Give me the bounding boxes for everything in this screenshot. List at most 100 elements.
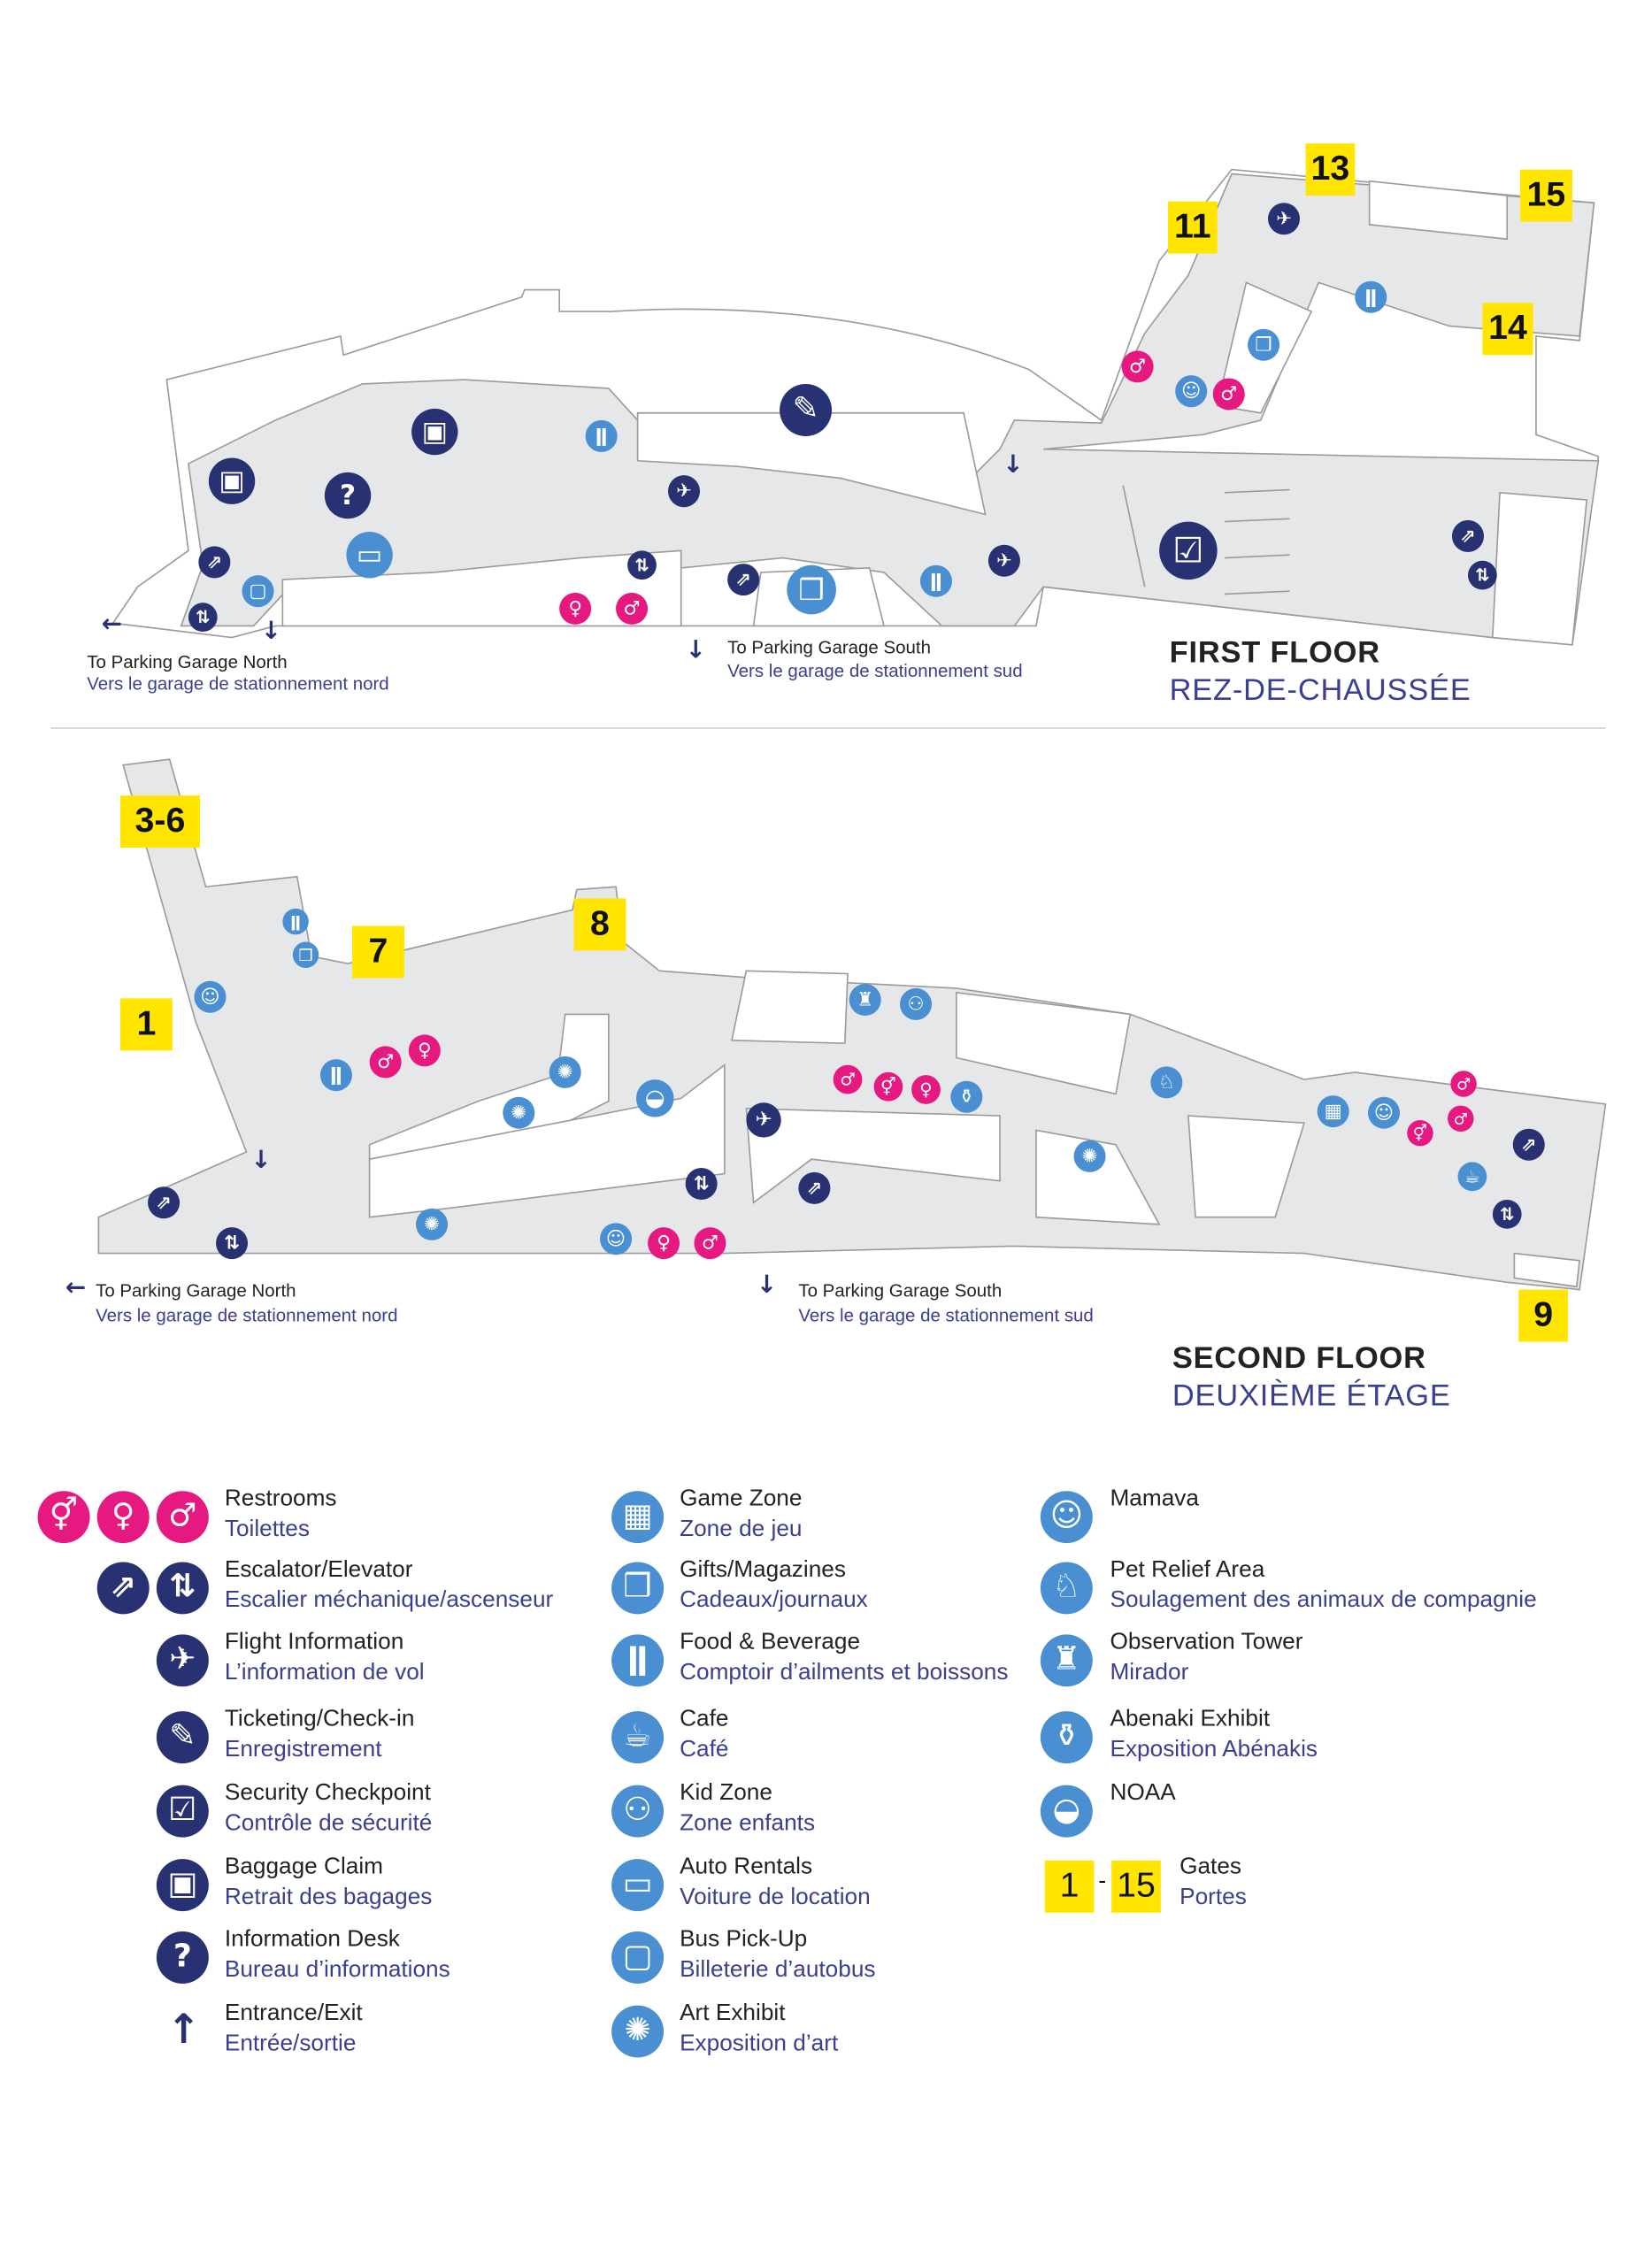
art-icon: ✺ [1073, 1140, 1106, 1172]
mens-restroom-icon: ♂ [1121, 350, 1154, 383]
elevator-icon: ⇅ [1467, 560, 1497, 590]
food-icon: ǁ [1355, 280, 1387, 313]
flight-icon: ✈ [746, 1102, 781, 1138]
bus-icon: ▢ [611, 1931, 665, 1985]
legend-label-fr: Zone enfants [680, 1811, 816, 1836]
legend-label: Information Desk [224, 1927, 400, 1952]
legend-label: Gates [1179, 1854, 1241, 1880]
legend-label: Gifts/Magazines [680, 1557, 846, 1583]
art-icon: ✺ [611, 2005, 665, 2058]
legend-label: Bus Pick-Up [680, 1927, 808, 1952]
abenaki-icon: ⚱ [1040, 1711, 1093, 1764]
womens-restroom-icon: ♀ [559, 592, 592, 625]
legend-label-fr: Billeterie d’autobus [680, 1957, 876, 1983]
flight-icon: ✈ [156, 1634, 209, 1687]
baggage-icon: ▣ [156, 1859, 209, 1912]
first-floor-title: FIRST FLOOR [1169, 635, 1380, 670]
food-icon: ǁ [919, 564, 952, 597]
legend-label: Restrooms [224, 1486, 337, 1512]
gate-14-marker: 14 [1482, 303, 1533, 356]
mamava-icon: ☺ [1367, 1096, 1401, 1129]
ff-parking-north-label-fr: Vers le garage de stationnement nord [87, 673, 389, 695]
womens-restroom-icon: ♀ [648, 1227, 680, 1260]
legend-gate-from: 1 [1044, 1860, 1095, 1913]
sf-parking-south-label-fr: Vers le garage de stationnement sud [798, 1305, 1094, 1326]
food-icon: ǁ [319, 1059, 352, 1092]
second-floor-block-a [368, 1013, 610, 1161]
ticketing-counters [636, 411, 987, 516]
info-icon: ? [324, 472, 372, 519]
escalator-icon: ⇗ [798, 1171, 831, 1204]
legend-label-fr: Cadeaux/journaux [680, 1587, 868, 1613]
second-floor-plan [97, 758, 1607, 1291]
noaa-icon: ◒ [635, 1079, 674, 1117]
gate-9-marker: 9 [1518, 1289, 1568, 1342]
legend-label-fr: Contrôle de sécurité [224, 1811, 433, 1836]
legend-label-fr: Soulagement des animaux de compagnie [1110, 1587, 1537, 1613]
second-floor-block-g [1187, 1115, 1306, 1218]
womens-restroom-icon: ♀ [911, 1075, 941, 1104]
parking-north-arrow-icon: ← [65, 1273, 87, 1303]
legend-label: Food & Beverage [680, 1630, 861, 1655]
flight-icon: ✈ [987, 544, 1020, 577]
mens-restroom-icon: ♂ [616, 592, 649, 625]
mens-restroom-icon: ♂ [369, 1046, 402, 1079]
second-floor-block-e [956, 991, 1132, 1095]
mamava-icon: ☺ [1040, 1491, 1093, 1544]
game-zone-icon: ▦ [1317, 1095, 1349, 1128]
gifts-icon: ❒ [292, 941, 319, 968]
legend-label-fr: Exposition d’art [680, 2031, 839, 2056]
mamava-icon: ☺ [1175, 375, 1208, 408]
gate-11-marker: 11 [1167, 201, 1218, 254]
legend-label-fr: Portes [1179, 1885, 1247, 1910]
flight-icon: ✈ [667, 475, 701, 508]
food-icon: ǁ [611, 1634, 665, 1687]
flight-icon: ✈ [1267, 203, 1301, 235]
legend-label-fr: Entrée/sortie [224, 2031, 357, 2056]
mens-restroom-icon: ♂ [1448, 1105, 1474, 1132]
womens-restroom-icon: ♀ [96, 1491, 150, 1544]
floor-divider [50, 727, 1606, 729]
sf-parking-north-label-fr: Vers le garage de stationnement nord [96, 1305, 398, 1326]
observation-tower-icon: ♜ [849, 983, 881, 1017]
gifts-icon: ❒ [1248, 328, 1280, 361]
legend-label: Cafe [680, 1707, 729, 1732]
ff-entrance-arrow-icon: ↓ [260, 617, 282, 647]
all-gender-restroom-icon: ⚥ [873, 1071, 903, 1102]
legend-gate-sep: - [1098, 1869, 1107, 1894]
kid-zone-icon: ⚇ [611, 1785, 665, 1838]
elevator-icon: ⇅ [1492, 1200, 1522, 1229]
parking-south-arrow-icon: ↓ [756, 1271, 778, 1301]
cafe-icon: ☕ [1457, 1162, 1487, 1192]
baggage-icon: ▣ [208, 457, 256, 504]
legend-label: Baggage Claim [224, 1854, 384, 1880]
observation-tower-icon: ♜ [1040, 1634, 1093, 1687]
first-floor-title-fr: REZ-DE-CHAUSSÉE [1169, 673, 1471, 708]
art-icon: ✺ [549, 1056, 581, 1088]
abenaki-icon: ⚱ [950, 1080, 983, 1113]
elevator-icon: ⇅ [627, 550, 657, 580]
food-icon: ǁ [585, 419, 618, 452]
legend-label-fr: Bureau d’informations [224, 1957, 450, 1983]
second-floor-block-c [745, 1107, 1001, 1204]
second-floor-block-d [731, 970, 849, 1044]
womens-restroom-icon: ♀ [408, 1034, 441, 1067]
all-gender-restroom-icon: ⚥ [1407, 1119, 1433, 1147]
gate-7-marker: 7 [351, 925, 404, 979]
legend-label: Flight Information [224, 1630, 404, 1655]
elevator-icon: ⇅ [685, 1167, 718, 1201]
legend-label-fr: Mirador [1110, 1660, 1189, 1685]
south-wing-block [1491, 491, 1588, 646]
info-icon: ? [156, 1931, 209, 1985]
mamava-icon: ☺ [600, 1223, 633, 1255]
art-icon: ✺ [503, 1096, 535, 1129]
security-icon: ☑ [156, 1785, 209, 1838]
parking-south-arrow-icon: ↓ [685, 635, 706, 665]
legend-label: Abenaki Exhibit [1110, 1707, 1271, 1732]
mens-restroom-icon: ♂ [694, 1227, 726, 1260]
ff-parking-south-label-fr: Vers le garage de stationnement sud [727, 660, 1023, 681]
mens-restroom-icon: ♂ [833, 1064, 863, 1094]
ticketing-icon: ✎ [156, 1711, 209, 1764]
